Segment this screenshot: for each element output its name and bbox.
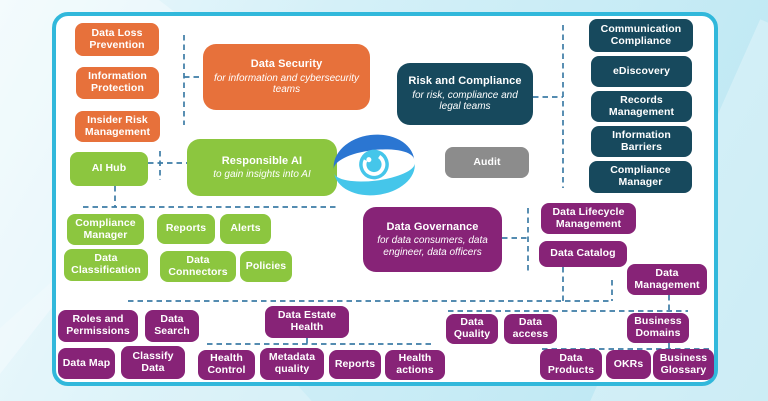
data-estate-health-label: Data Estate Health — [277, 309, 337, 333]
diagram-box-health-control: Health Control — [198, 350, 255, 380]
diagram-box-business-domains: Business Domains — [627, 313, 689, 343]
data-search-label: Data Search — [154, 313, 190, 337]
diagram-box-information-barriers: Information Barriers — [591, 126, 692, 157]
diagram-box-data-classification: Data Classification — [64, 249, 148, 281]
diagram-box-insider-risk-management: Insider Risk Management — [75, 111, 160, 142]
data-management-label: Data Management — [634, 266, 700, 291]
data-loss-prevention-label: Data Loss Prevention — [89, 26, 145, 51]
okrs-label: OKRs — [613, 357, 644, 370]
compliance-manager-right-label: Compliance Manager — [610, 164, 671, 188]
roles-and-permissions-label: Roles and Permissions — [66, 313, 130, 337]
diagram-box-okrs: OKRs — [606, 350, 651, 379]
diagram-box-metadata-quality: Metadata quality — [260, 348, 324, 380]
reports-bottom-label: Reports — [334, 357, 376, 370]
diagram-box-data-quality: Data Quality — [446, 314, 498, 344]
ediscovery-label: eDiscovery — [612, 64, 671, 77]
communication-compliance-label: Communication Compliance — [600, 22, 682, 47]
diagram-box-information-protection: Information Protection — [76, 67, 159, 99]
business-glossary-label: Business Glossary — [659, 351, 708, 376]
reports-left-label: Reports — [165, 222, 207, 235]
ai-hub-label: AI Hub — [91, 162, 127, 175]
data-quality-label: Data Quality — [453, 316, 491, 340]
data-security-sublabel: for information and cybersecurity teams — [213, 72, 360, 96]
metadata-quality-label: Metadata quality — [268, 351, 316, 375]
diagram-box-data-products: Data Products — [540, 349, 602, 380]
diagram-box-communication-compliance: Communication Compliance — [589, 19, 693, 52]
health-actions-label: Health actions — [396, 352, 434, 376]
health-control-label: Health Control — [207, 352, 246, 376]
diagram-box-ediscovery: eDiscovery — [591, 56, 692, 87]
diagram-box-compliance-manager-right: Compliance Manager — [589, 161, 692, 193]
alerts-label: Alerts — [230, 222, 261, 235]
diagram-box-data-access: Data access — [504, 314, 557, 344]
diagram-box-data-map: Data Map — [58, 348, 115, 379]
diagram-box-data-catalog: Data Catalog — [539, 241, 627, 267]
diagram-box-data-lifecycle-management: Data Lifecycle Management — [541, 203, 636, 234]
diagram-box-data-estate-health: Data Estate Health — [265, 306, 349, 338]
diagram-box-compliance-manager-left: Compliance Manager — [67, 214, 144, 245]
diagram-box-roles-and-permissions: Roles and Permissions — [58, 310, 138, 342]
policies-label: Policies — [245, 259, 287, 272]
data-map-label: Data Map — [62, 356, 111, 369]
diagram-box-classify-data: Classify Data — [121, 346, 185, 379]
purview-eye-logo — [333, 134, 415, 196]
data-governance-label: Data Governance — [386, 220, 479, 233]
data-classification-label: Data Classification — [71, 252, 141, 276]
diagram-box-business-glossary: Business Glossary — [653, 349, 714, 380]
data-connectors-label: Data Connectors — [168, 253, 228, 278]
diagram-box-policies: Policies — [240, 251, 292, 282]
diagram-box-ai-hub: AI Hub — [70, 152, 148, 186]
risk-and-compliance-label: Risk and Compliance — [408, 75, 522, 88]
responsible-ai-label: Responsible AI — [221, 154, 303, 167]
information-protection-label: Information Protection — [88, 70, 147, 94]
data-access-label: Data access — [512, 316, 549, 340]
diagram-box-data-loss-prevention: Data Loss Prevention — [75, 23, 159, 56]
insider-risk-management-label: Insider Risk Management — [84, 113, 151, 138]
data-catalog-label: Data Catalog — [550, 247, 616, 260]
diagram-box-records-management: Records Management — [591, 91, 692, 122]
business-domains-label: Business Domains — [634, 315, 682, 339]
diagram-box-data-governance: Data Governance for data consumers, data … — [363, 207, 502, 272]
compliance-manager-left-label: Compliance Manager — [75, 216, 136, 241]
risk-and-compliance-sublabel: for risk, compliance and legal teams — [412, 89, 518, 113]
diagram-box-data-connectors: Data Connectors — [160, 251, 236, 282]
diagram-box-health-actions: Health actions — [385, 350, 445, 380]
audit-label: Audit — [473, 155, 501, 168]
information-barriers-label: Information Barriers — [612, 128, 671, 153]
diagram-box-data-search: Data Search — [145, 310, 199, 342]
classify-data-label: Classify Data — [132, 349, 174, 374]
data-products-label: Data Products — [547, 351, 595, 376]
diagram-box-reports-left: Reports — [157, 214, 215, 244]
responsible-ai-sublabel: to gain insights into AI — [213, 168, 311, 180]
records-management-label: Records Management — [608, 93, 675, 118]
diagram-box-audit: Audit — [445, 147, 529, 178]
data-security-label: Data Security — [250, 58, 323, 71]
data-lifecycle-management-label: Data Lifecycle Management — [552, 205, 625, 230]
diagram-box-reports-bottom: Reports — [329, 350, 381, 379]
diagram-box-alerts: Alerts — [220, 214, 271, 244]
diagram-box-data-management: Data Management — [627, 264, 707, 295]
data-governance-sublabel: for data consumers, data engineer, data … — [377, 235, 488, 258]
